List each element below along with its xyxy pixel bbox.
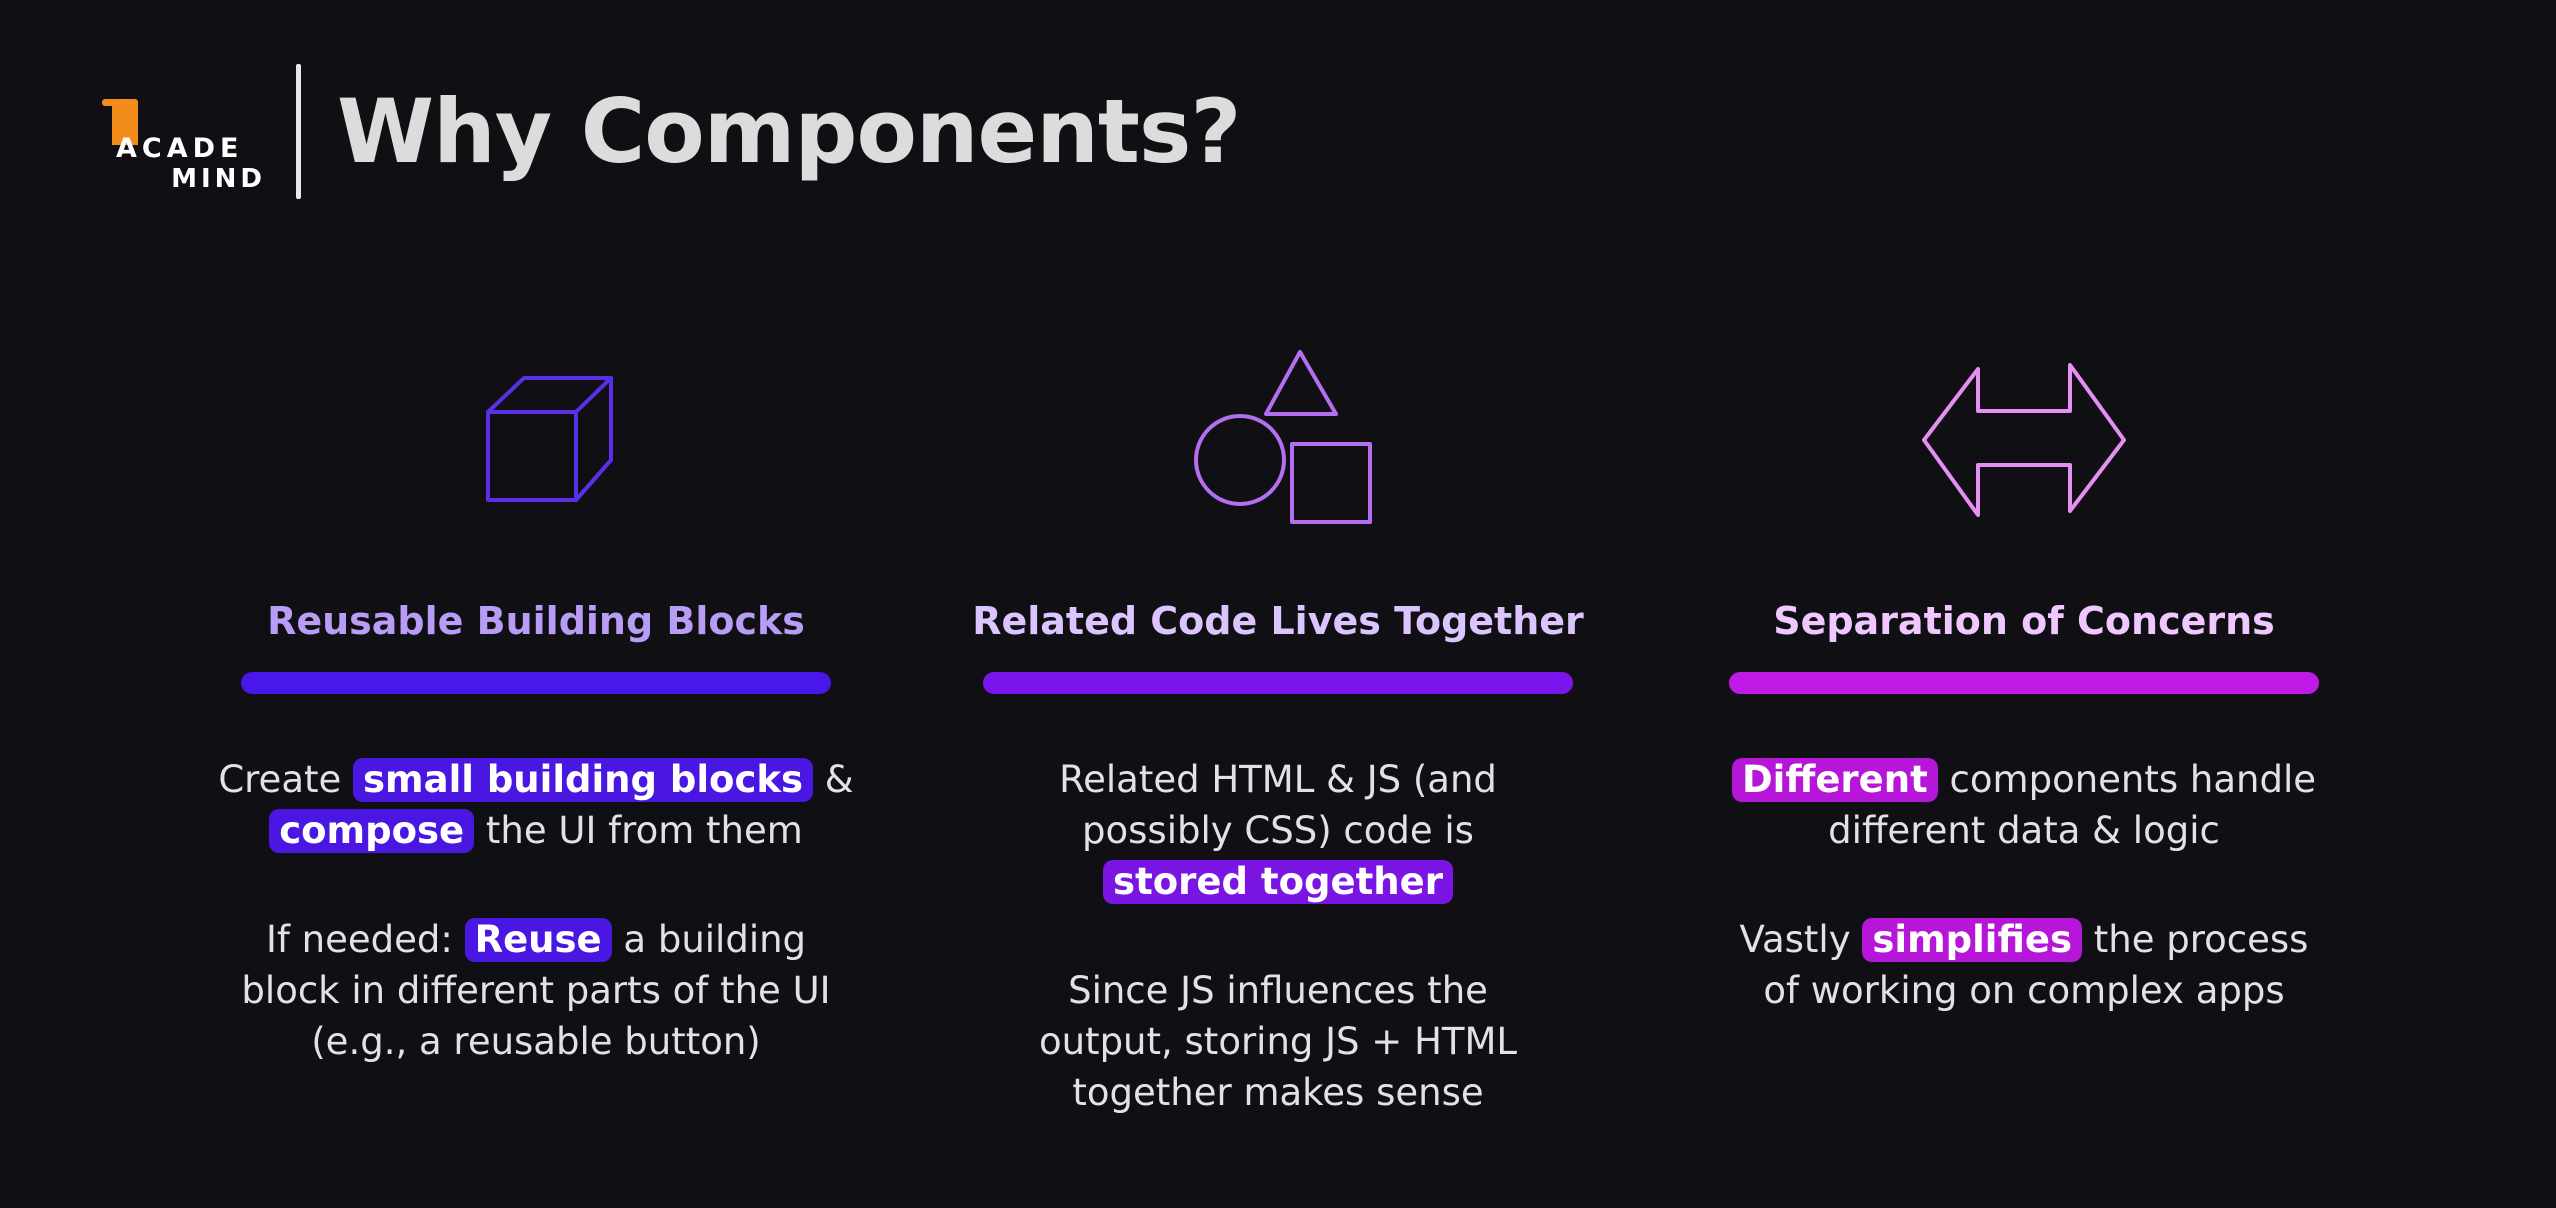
highlight: simplifies — [1862, 918, 2083, 962]
slide-title: Why Components? — [337, 79, 1241, 183]
column-paragraph-2: If needed: Reuse a building block in dif… — [216, 914, 856, 1067]
highlight: stored together — [1103, 860, 1453, 904]
highlight: Different — [1731, 758, 1938, 802]
column-paragraph-1: Create small building blocks & compose t… — [216, 754, 856, 856]
text-segment: Create — [218, 758, 354, 801]
text-segment: Since JS influences the output, storing … — [1038, 969, 1518, 1114]
highlight: compose — [269, 809, 475, 853]
logo-text-bottom: MIND — [171, 163, 266, 194]
highlight: Reuse — [464, 918, 612, 962]
column-heading: Reusable Building Blocks — [267, 599, 805, 643]
column-related-code: Related Code Lives Together Related HTML… — [958, 340, 1598, 1118]
text-segment: the UI from them — [474, 809, 803, 852]
logo-text-top: ACADE — [116, 132, 244, 164]
text-segment: If needed: — [265, 918, 465, 961]
column-paragraph-1: Different components handle different da… — [1704, 754, 2344, 856]
text-segment: Vastly — [1739, 918, 1863, 961]
column-separation-of-concerns: Separation of Concerns Different compone… — [1704, 340, 2344, 1016]
cube-icon — [216, 340, 856, 540]
column-heading: Related Code Lives Together — [972, 599, 1584, 643]
academind-logo: ACADE MIND — [100, 77, 266, 192]
heading-underline — [983, 672, 1573, 694]
column-heading: Separation of Concerns — [1773, 599, 2275, 643]
text-segment: & — [813, 758, 854, 801]
double-arrow-icon — [1704, 340, 2344, 540]
heading-underline — [241, 672, 831, 694]
heading-underline — [1729, 672, 2319, 694]
text-segment: a building block in different parts of t… — [241, 918, 831, 1063]
header-divider — [296, 64, 301, 199]
text-segment: Related HTML & JS (and possibly CSS) cod… — [1059, 758, 1497, 852]
slide-header: ACADE MIND Why Components? — [100, 64, 1241, 199]
highlight: small building blocks — [353, 758, 814, 802]
text-segment: the process of working on complex apps — [1763, 918, 2309, 1012]
column-paragraph-2: Since JS influences the output, storing … — [958, 965, 1598, 1118]
column-paragraph-2: Vastly simplifies the process of working… — [1704, 914, 2344, 1016]
shapes-icon — [958, 340, 1598, 540]
column-paragraph-1: Related HTML & JS (and possibly CSS) cod… — [958, 754, 1598, 907]
column-reusable-building-blocks: Reusable Building Blocks Create small bu… — [216, 340, 856, 1067]
logo-bookmark-icon — [102, 98, 138, 145]
text-segment: components handle different data & logic — [1828, 758, 2317, 852]
